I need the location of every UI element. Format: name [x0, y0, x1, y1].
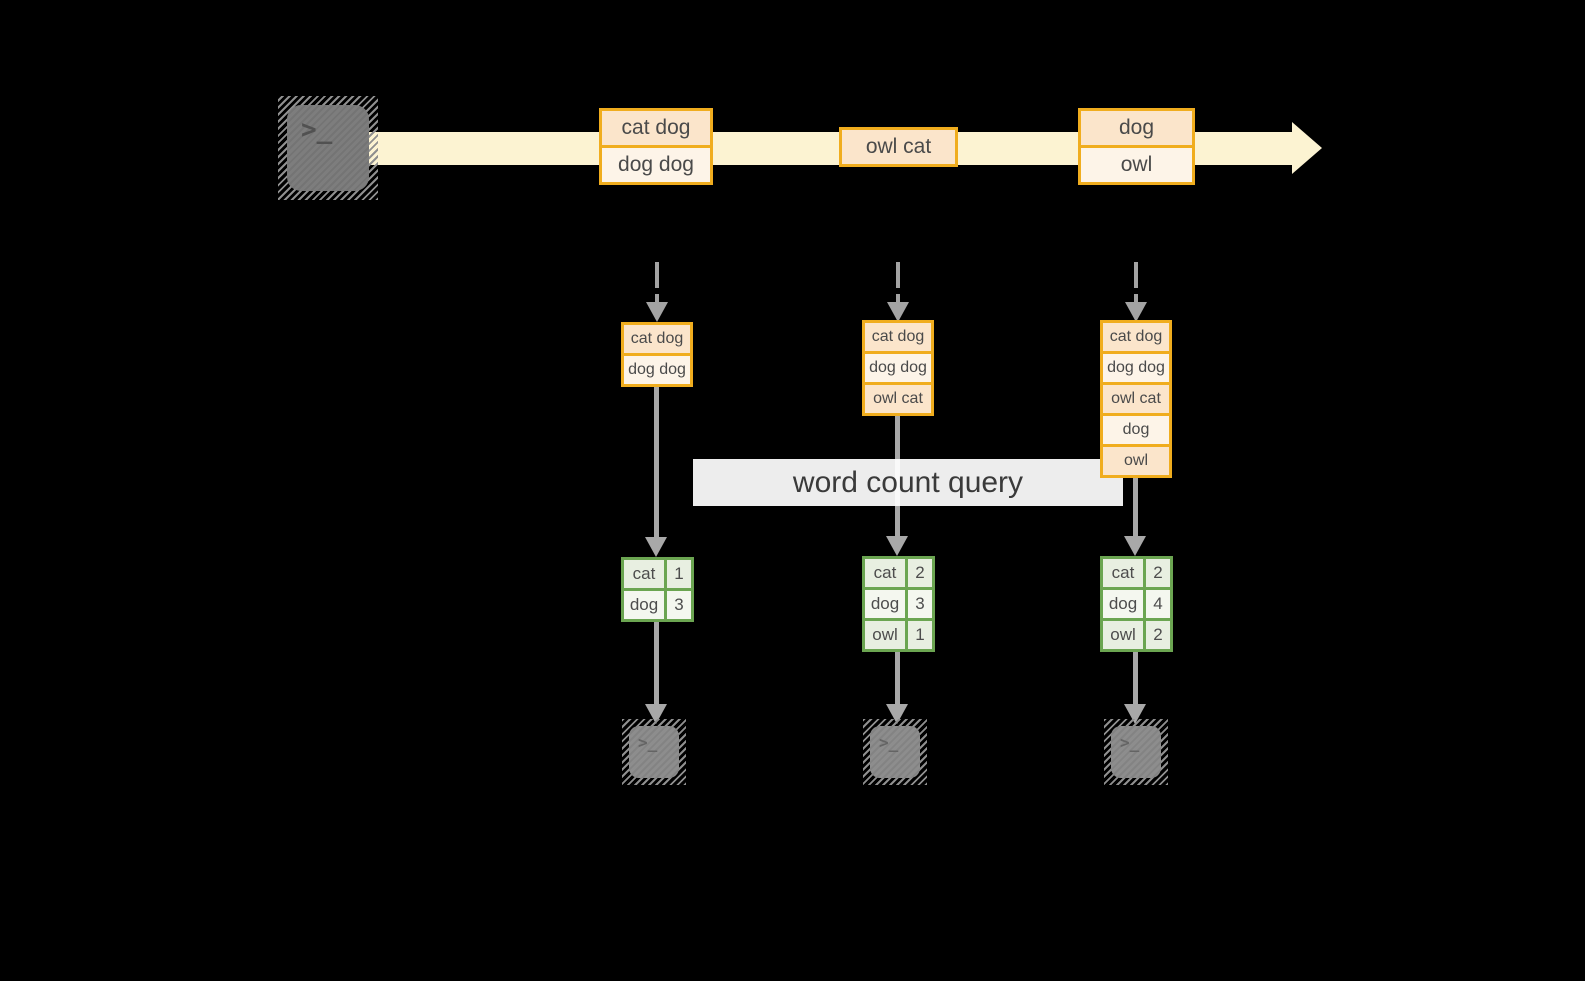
buffered-record: owl: [1103, 444, 1169, 475]
count-row: owl 1: [865, 618, 932, 649]
stream-record: cat dog dog dog: [599, 108, 713, 185]
count-table: cat 2 dog 3 owl 1: [862, 556, 935, 652]
count-table: cat 2 dog 4 owl 2: [1100, 556, 1173, 652]
prompt-glyph: >_: [879, 733, 899, 752]
buffered-records-stack: cat dog dog dog: [621, 322, 693, 387]
count-word: dog: [624, 591, 664, 619]
count-row: cat 1: [624, 560, 691, 588]
record-line: dog: [1081, 111, 1192, 145]
buffered-record: dog dog: [865, 351, 931, 382]
record-line: owl cat: [842, 130, 955, 164]
buffered-record: dog dog: [624, 353, 690, 384]
terminal-screen: >_: [870, 726, 920, 778]
count-table: cat 1 dog 3: [621, 557, 694, 622]
buffered-record: owl cat: [1103, 382, 1169, 413]
count-row: owl 2: [1103, 618, 1170, 649]
buffered-record: cat dog: [624, 325, 690, 353]
ingest-arrow-head-icon: [1125, 302, 1147, 322]
count-word: cat: [865, 559, 905, 587]
output-arrow: [654, 622, 659, 704]
prompt-glyph: >_: [301, 115, 333, 145]
query-arrow-head-icon: [645, 537, 667, 557]
count-word: cat: [624, 560, 664, 588]
query-banner-label: word count query: [792, 465, 1024, 499]
count-word: owl: [865, 621, 905, 649]
count-row: dog 3: [865, 587, 932, 618]
buffered-record: cat dog: [1103, 323, 1169, 351]
count-row: cat 2: [865, 559, 932, 587]
buffered-record: owl cat: [865, 382, 931, 413]
count-value: 1: [664, 560, 691, 588]
sink-terminal-icon: >_: [622, 719, 686, 785]
count-value: 3: [664, 591, 691, 619]
stream-record: owl cat: [839, 127, 958, 167]
ingest-arrow: [896, 262, 900, 288]
count-value: 1: [905, 621, 932, 649]
terminal-screen: >_: [1111, 726, 1161, 778]
record-line: dog dog: [602, 145, 710, 182]
query-arrow: [1133, 478, 1138, 536]
prompt-glyph: >_: [1120, 733, 1140, 752]
ingest-arrow: [1134, 262, 1138, 288]
buffered-record: cat dog: [865, 323, 931, 351]
count-word: dog: [1103, 590, 1143, 618]
count-value: 2: [1143, 559, 1170, 587]
count-word: owl: [1103, 621, 1143, 649]
record-line: owl: [1081, 145, 1192, 182]
output-arrow: [1133, 652, 1138, 704]
sink-terminal-icon: >_: [1104, 719, 1168, 785]
count-row: cat 2: [1103, 559, 1170, 587]
count-row: dog 4: [1103, 587, 1170, 618]
ingest-arrow: [896, 294, 900, 302]
stream-record: dog owl: [1078, 108, 1195, 185]
terminal-screen: >_: [287, 105, 369, 191]
count-word: dog: [865, 590, 905, 618]
ingest-arrow-head-icon: [646, 302, 668, 322]
query-arrow: [654, 387, 659, 537]
ingest-arrow: [1134, 294, 1138, 302]
ingest-arrow: [655, 294, 659, 302]
count-value: 3: [905, 590, 932, 618]
buffered-record: dog: [1103, 413, 1169, 444]
query-banner: word count query: [693, 459, 1123, 506]
count-value: 2: [905, 559, 932, 587]
prompt-glyph: >_: [638, 733, 658, 752]
count-word: cat: [1103, 559, 1143, 587]
terminal-screen: >_: [629, 726, 679, 778]
buffered-records-stack: cat dog dog dog owl cat: [862, 320, 934, 416]
ingest-arrow: [655, 262, 659, 288]
count-value: 2: [1143, 621, 1170, 649]
ingest-arrow-head-icon: [887, 302, 909, 322]
sink-terminal-icon: >_: [863, 719, 927, 785]
source-terminal-icon: >_: [278, 96, 378, 200]
record-line: cat dog: [602, 111, 710, 145]
buffered-record: dog dog: [1103, 351, 1169, 382]
count-value: 4: [1143, 590, 1170, 618]
stream-arrow-head-icon: [1292, 122, 1322, 174]
count-row: dog 3: [624, 588, 691, 619]
query-arrow-head-icon: [1124, 536, 1146, 556]
query-arrow-head-icon: [886, 536, 908, 556]
buffered-records-stack: cat dog dog dog owl cat dog owl: [1100, 320, 1172, 478]
output-arrow: [895, 652, 900, 704]
